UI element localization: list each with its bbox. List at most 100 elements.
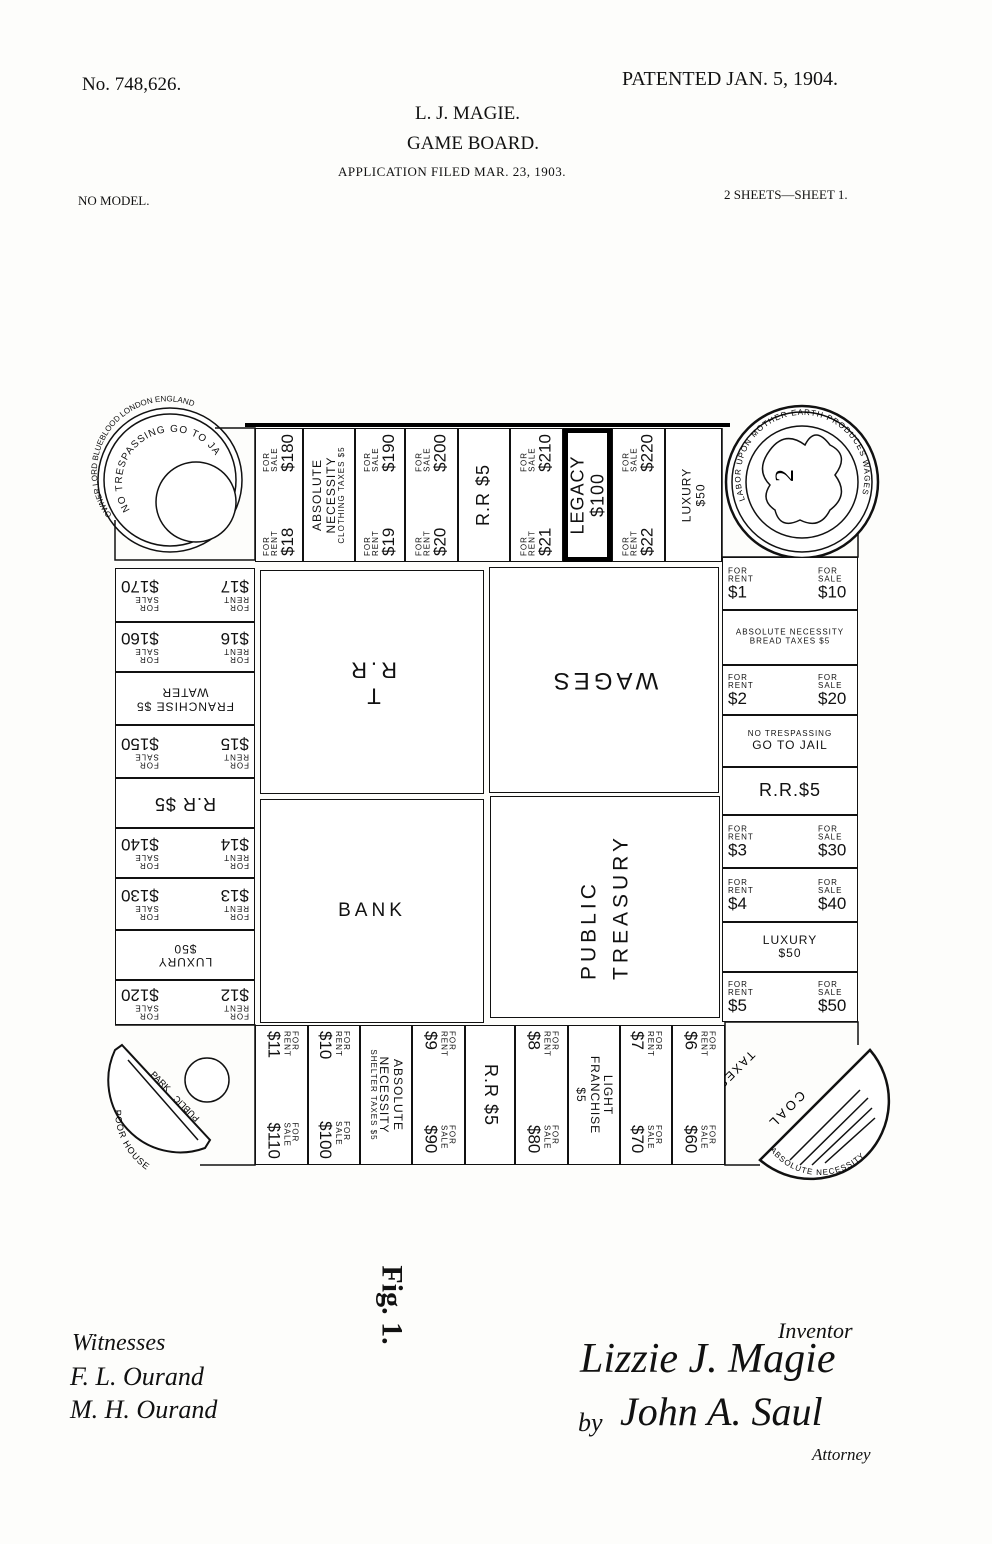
board-space[interactable]: FOR RENT$20 FOR SALE$200 <box>405 428 458 562</box>
space-rent: FOR RENT$14 <box>215 836 249 871</box>
board-space[interactable]: R.R $5 <box>465 1025 515 1165</box>
space-rent: FOR RENT$1 <box>728 567 762 601</box>
for-rent-label: FOR RENT <box>282 1031 299 1057</box>
space-sale: FOR SALE$220 <box>621 434 656 472</box>
for-sale-label: FOR SALE <box>134 1003 159 1020</box>
svg-text:NO TRESPASSING GO TO JAIL: NO TRESPASSING GO TO JAIL <box>0 0 222 514</box>
sale-price: $200 <box>430 434 449 472</box>
for-rent-label: FOR RENT <box>261 530 279 556</box>
for-sale-label: FOR SALE <box>621 447 638 472</box>
board-space[interactable]: FOR RENT$14 FOR SALE$140 <box>115 828 255 878</box>
treasury-label: TREASURY <box>609 834 632 980</box>
sale-price: $150 <box>121 734 159 753</box>
space-content: FOR RENT$14 FOR SALE$140 <box>116 829 254 877</box>
board-space[interactable]: R.R $5 <box>458 428 510 562</box>
board-space[interactable]: LUXURY$50 <box>665 428 722 562</box>
for-rent-label: FOR RENT <box>621 530 638 556</box>
board-space[interactable]: R.R.$5 <box>722 767 858 815</box>
space-text: R.R.$5 <box>758 780 822 801</box>
space-content: LUXURY$50 <box>723 923 857 971</box>
rent-price: $20 <box>430 527 449 556</box>
rent-price: $5 <box>728 995 747 1015</box>
for-sale-label: FOR SALE <box>519 447 536 472</box>
for-sale-label: FOR SALE <box>439 1125 456 1150</box>
for-sale-label: FOR SALE <box>134 752 159 769</box>
sale-price: $160 <box>121 629 159 649</box>
rent-price: $9 <box>421 1031 440 1050</box>
rent-price: $12 <box>220 985 249 1004</box>
space-text: WATER <box>161 685 209 700</box>
space-sale: FOR SALE$200 <box>414 434 449 472</box>
for-rent-label: FOR RENT <box>223 595 249 613</box>
sale-price: $140 <box>121 835 159 855</box>
sale-price: $20 <box>818 688 847 708</box>
space-rent: FOR RENT$6 <box>681 1031 716 1065</box>
space-rent: FOR RENT$2 <box>728 673 762 707</box>
space-rent: FOR RENT$10 <box>317 1031 352 1065</box>
sale-price: $40 <box>818 893 847 913</box>
board-space[interactable]: LUXURY$50 <box>722 922 858 972</box>
space-text: R.R $5 <box>473 463 494 527</box>
for-sale-label: FOR SALE <box>818 979 843 997</box>
for-rent-label: FOR RENT <box>223 853 249 871</box>
space-rent: FOR RENT$20 <box>414 522 449 556</box>
witness-2-signature: M. H. Ourand <box>70 1395 218 1424</box>
space-rent: FOR RENT$5 <box>728 979 762 1015</box>
board-space[interactable]: LEGACY $100 <box>563 428 612 562</box>
sale-price: $130 <box>121 886 159 906</box>
mother-earth-number: 2 <box>770 469 799 482</box>
space-sale: FOR SALE$40 <box>818 878 852 913</box>
for-rent-label: FOR RENT <box>223 647 249 665</box>
for-rent-label: FOR RENT <box>728 979 754 997</box>
space-sale: FOR SALE$110 <box>264 1122 299 1159</box>
sale-price: $170 <box>121 577 159 597</box>
space-sale: FOR SALE$140 <box>121 835 159 871</box>
rent-price: $18 <box>277 527 297 556</box>
for-rent-label: FOR RENT <box>728 824 754 841</box>
space-rent: FOR RENT$15 <box>215 734 249 769</box>
rent-price: $6 <box>681 1031 700 1050</box>
mother-earth-corner <box>721 404 880 560</box>
center-rr: T R.R <box>260 570 484 794</box>
for-sale-label: FOR SALE <box>261 447 279 472</box>
board-space[interactable]: R.R $5 <box>115 778 255 828</box>
attorney-signature: John A. Saul <box>620 1389 823 1434</box>
board-space[interactable]: LUXURY$50 <box>115 930 255 980</box>
for-sale-label: FOR SALE <box>134 647 159 665</box>
